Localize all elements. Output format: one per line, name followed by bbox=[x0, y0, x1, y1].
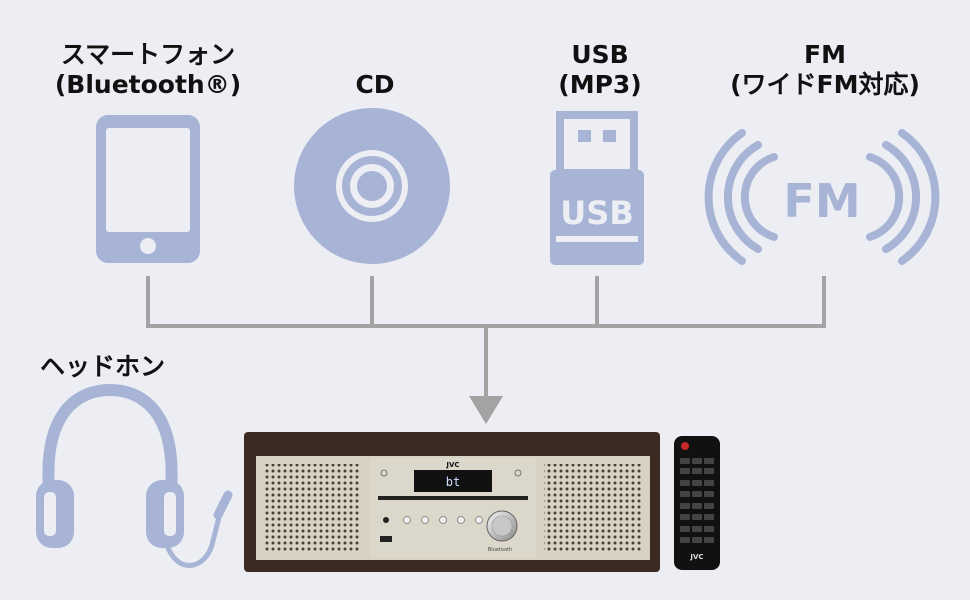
arrow-down-icon bbox=[469, 396, 503, 424]
label-fm-line2: (ワイドFM対応) bbox=[730, 70, 920, 99]
fm-icon-text: FM bbox=[783, 174, 860, 228]
headphones-icon bbox=[36, 383, 233, 568]
connector-lines bbox=[146, 276, 826, 398]
play-pause-button[interactable] bbox=[439, 516, 447, 524]
label-fm: FM (ワイドFM対応) bbox=[710, 40, 940, 100]
display-screen bbox=[414, 470, 492, 492]
display-text: bt bbox=[446, 475, 460, 489]
power-button[interactable] bbox=[380, 469, 388, 477]
label-headphones-text: ヘッドホン bbox=[40, 352, 166, 381]
label-usb-line2: (MP3) bbox=[558, 70, 642, 99]
volume-knob-cap bbox=[491, 515, 513, 537]
prev-button[interactable] bbox=[421, 516, 429, 524]
label-smartphone-line2: (Bluetooth®) bbox=[54, 70, 242, 99]
usb-icon-text: USB bbox=[560, 194, 633, 232]
brand-logo: JVC bbox=[445, 461, 459, 469]
label-cd-line1: CD bbox=[355, 70, 395, 99]
label-usb-line1: USB bbox=[571, 40, 629, 69]
speaker-grille-right bbox=[544, 464, 642, 552]
label-headphones: ヘッドホン bbox=[40, 352, 220, 382]
bluetooth-label: Bluetooth bbox=[488, 547, 512, 553]
remote-power-button[interactable] bbox=[681, 442, 689, 450]
label-fm-line1: FM bbox=[804, 40, 846, 69]
remote-buttons bbox=[680, 458, 714, 543]
usb-icon: USB bbox=[550, 111, 644, 265]
cd-icon bbox=[294, 108, 450, 264]
remote-control: JVC bbox=[674, 436, 720, 570]
stop-button[interactable] bbox=[457, 516, 465, 524]
usb-port bbox=[380, 536, 392, 542]
next-button[interactable] bbox=[475, 516, 483, 524]
label-cd: CD bbox=[300, 70, 450, 100]
source-button[interactable] bbox=[403, 516, 411, 524]
remote-brand-logo: JVC bbox=[689, 553, 703, 561]
cd-slot bbox=[378, 496, 528, 500]
smartphone-icon bbox=[96, 115, 200, 263]
label-usb: USB (MP3) bbox=[520, 40, 680, 100]
fm-radio-icon: FM bbox=[704, 129, 940, 265]
speaker-grille-left bbox=[263, 464, 361, 552]
headphone-jack bbox=[383, 517, 389, 523]
label-smartphone: スマートフォン (Bluetooth®) bbox=[38, 40, 258, 100]
stereo-system: JVC bt Bluetooth bbox=[244, 432, 660, 572]
eject-button[interactable] bbox=[514, 469, 522, 477]
label-smartphone-line1: スマートフォン bbox=[60, 40, 236, 69]
